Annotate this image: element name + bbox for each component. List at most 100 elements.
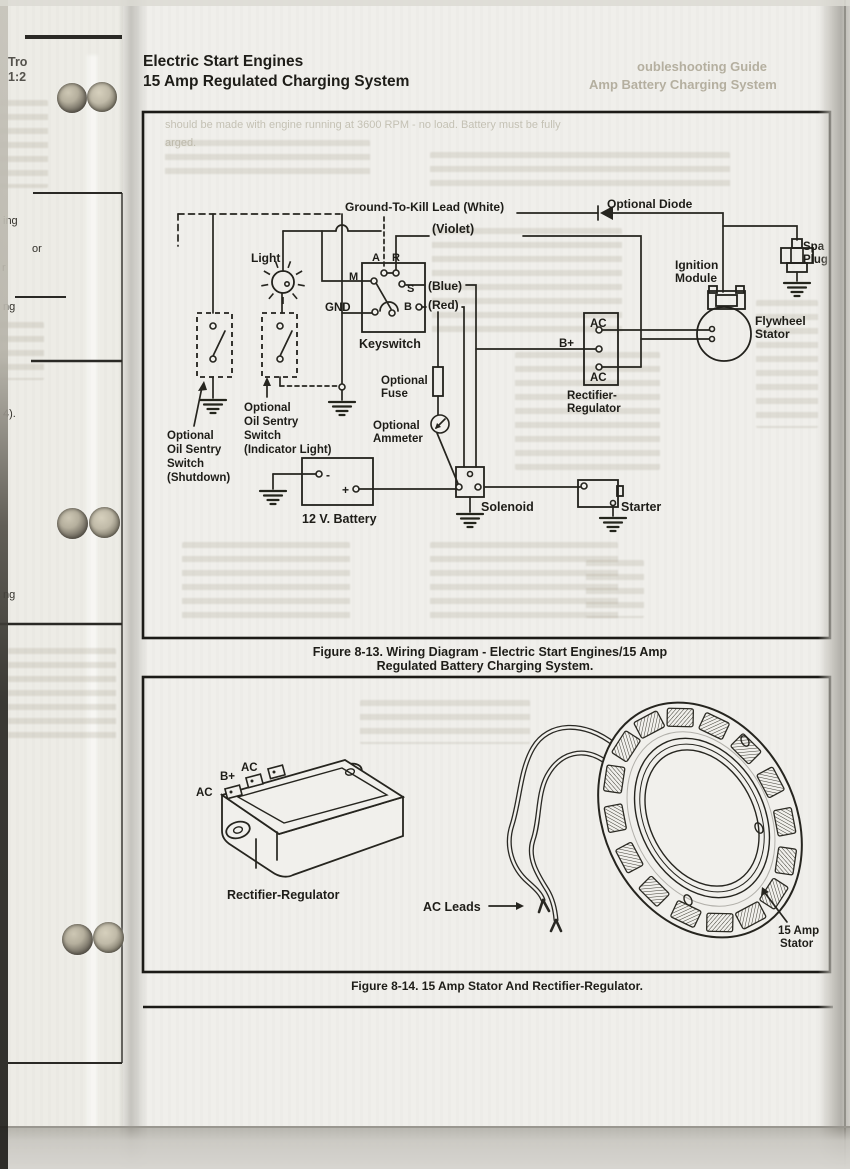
label-blue: (Blue) (428, 279, 462, 293)
ground-icon (198, 398, 228, 415)
light-bulb-circle (271, 270, 295, 294)
label-optional-ammeter-2: Ammeter (373, 433, 423, 445)
violet-wire-right (522, 235, 642, 368)
red-wire-down (461, 306, 465, 468)
adjacent-page-rules (0, 35, 123, 1064)
ground-icon (258, 489, 288, 506)
label-rr-ac-top: AC (241, 762, 258, 774)
ground-icon (455, 512, 485, 529)
page-fragment: 1:2 (8, 70, 26, 84)
punch-hole (93, 922, 124, 953)
ghost-header-line1: oubleshooting Guide (637, 59, 767, 74)
lead-connector-icon (537, 898, 563, 933)
punch-hole (87, 82, 117, 112)
label-rr-b-plus: B+ (220, 771, 235, 783)
bleed-through-text: oubleshooting Guide Amp Battery Charging… (165, 59, 777, 149)
punch-hole (62, 924, 93, 955)
page-fragment: ng (3, 589, 15, 601)
stator-bolt-hole (740, 735, 750, 747)
page-fragment: ng (3, 301, 15, 313)
page-fragment: Tro (8, 55, 28, 69)
stator-arrow (764, 892, 788, 923)
punch-hole (89, 507, 120, 538)
label-oil-sentry-shut-1: Optional (167, 430, 214, 442)
rectifier-regulator-figure (219, 759, 524, 910)
label-oil-sentry-shut-3: Switch (167, 458, 204, 470)
label-oil-sentry-ind-1: Optional (244, 402, 291, 414)
label-15amp-stator-1: 15 Amp (778, 925, 819, 937)
light-icon (261, 261, 305, 304)
spark-plug-wire (722, 225, 798, 241)
label-rectifier-2: Regulator (567, 403, 621, 415)
kill-rail-wire-right (612, 212, 724, 293)
label-oil-sentry-ind-4: (Indicator Light) (244, 444, 332, 456)
keyswitch-m-wire (321, 230, 372, 282)
label-optional-ammeter-1: Optional (373, 420, 420, 432)
page-edge-line (844, 0, 846, 1169)
rr-body-side (221, 793, 404, 878)
label-rectifier-regulator: Rectifier-Regulator (227, 888, 340, 902)
wiring-labels: Ground-To-Kill Lead (White) Optional Dio… (167, 197, 828, 526)
oil-sentry1-switch-blade (212, 330, 226, 357)
label-battery: 12 V. Battery (302, 512, 377, 526)
label-terminal-b: B (404, 301, 412, 313)
page-fragment: or (32, 243, 42, 255)
label-ignition-2: Module (675, 271, 717, 285)
label-rr-ac-left: AC (196, 787, 213, 799)
blue-wire-down (465, 284, 477, 468)
label-optional-fuse-1: Optional (381, 375, 428, 387)
diode-icon (597, 205, 613, 221)
keyswitch-wiper (375, 282, 392, 310)
label-15amp-stator-2: Stator (780, 938, 814, 950)
oil-sentry-shutdown-box (196, 312, 233, 378)
label-oil-sentry-shut-2: Oil Sentry (167, 444, 222, 456)
label-b-plus: B+ (559, 338, 574, 350)
label-ac-leads: AC Leads (423, 900, 481, 914)
title-line1: Electric Start Engines (143, 53, 303, 70)
ground-icon (598, 516, 628, 533)
label-gnd: GND (325, 302, 351, 314)
label-rectifier-1: Rectifier- (567, 390, 617, 402)
punch-hole (57, 83, 87, 113)
label-terminal-a: A (372, 252, 380, 264)
page-fold-highlight (87, 55, 98, 1130)
label-starter: Starter (621, 500, 661, 514)
rectifier-regulator-box (583, 312, 619, 386)
label-spark-plug-1: Spa (803, 241, 825, 253)
adjacent-page-text-fragments: Tro 1:2 ing or r ng 4). ng (2, 55, 42, 601)
ground-icon (782, 281, 812, 298)
figure-8-14-labels: AC B+ AC Rectifier-Regulator AC Leads 15… (196, 762, 819, 950)
title-line2: 15 Amp Regulated Charging System (143, 73, 409, 90)
violet-wire (395, 235, 430, 271)
label-arrows (193, 377, 271, 427)
label-oil-sentry-ind-3: Switch (244, 430, 281, 442)
ghost-body-line2: arged. (165, 137, 196, 149)
punch-hole (57, 508, 88, 539)
page-fragment: ing (3, 215, 18, 227)
label-battery-minus: - (326, 468, 330, 482)
label-terminal-m: M (349, 271, 358, 283)
label-oil-sentry-shut-4: (Shutdown) (167, 472, 230, 484)
label-ac-bottom: AC (590, 372, 607, 384)
stator-bolt-hole (754, 822, 764, 834)
label-optional-fuse-2: Fuse (381, 388, 408, 400)
label-flywheel-1: Flywheel (755, 314, 806, 328)
label-terminal-r: R (392, 252, 400, 264)
solenoid-symbol (455, 466, 485, 529)
page-fragment: 4). (3, 408, 16, 420)
ghost-body-line1: should be made with engine running at 36… (165, 119, 561, 131)
spark-plug-icon (780, 238, 814, 298)
label-battery-plus: + (342, 483, 349, 497)
adjacent-page-edge (0, 0, 123, 1169)
fuse-icon (432, 366, 444, 397)
page-fragment: r (2, 262, 6, 274)
label-violet: (Violet) (432, 222, 474, 236)
oil-sentry2-switch-blade (279, 330, 293, 357)
label-ground-to-kill: Ground-To-Kill Lead (White) (345, 200, 504, 214)
figure-8-14-caption: Figure 8-14. 15 Amp Stator And Rectifier… (351, 979, 643, 993)
caption-line2: Regulated Battery Charging System. (377, 659, 594, 673)
label-optional-diode: Optional Diode (607, 197, 693, 211)
label-ac-top: AC (590, 318, 607, 330)
